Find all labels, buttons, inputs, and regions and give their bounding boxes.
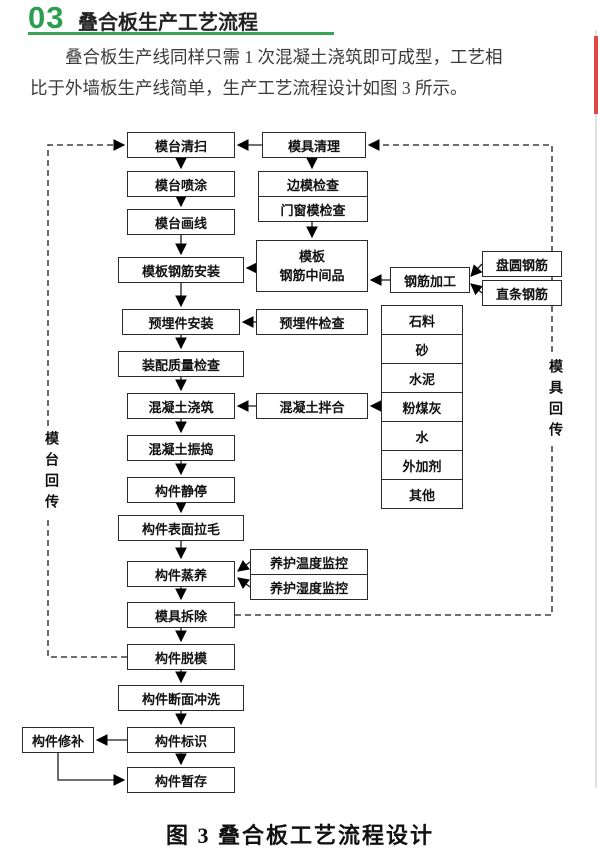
material-cement: 水泥: [381, 363, 463, 393]
flow-node-mold-removal: 模具拆除: [127, 602, 235, 628]
flow-node-mold-table-marking: 模台画线: [127, 209, 235, 235]
scrollbar-track[interactable]: [595, 30, 597, 788]
flow-node-formwork-rebar-intermediate: 模板 钢筋中间品: [256, 240, 368, 292]
flow-node-component-repair: 构件修补: [22, 727, 94, 753]
flow-node-side-mold-check: 边模检查: [258, 171, 368, 197]
flow-node-component-storage: 构件暂存: [127, 767, 235, 793]
flow-node-rebar-processing: 钢筋加工: [390, 267, 470, 293]
flow-node-mold-table-spraying: 模台喷涂: [127, 171, 235, 197]
material-stone: 石料: [381, 305, 463, 335]
flow-node-mold-table-cleaning: 模台清扫: [127, 132, 235, 158]
figure-caption: 图 3 叠合板工艺流程设计: [165, 823, 434, 848]
mold-table-return-label: 模台回传: [40, 428, 60, 518]
flow-node-coiled-rebar: 盘圆钢筋: [482, 251, 562, 277]
scrollbar-thumb[interactable]: [594, 36, 598, 114]
mold-table-return-path: [47, 139, 127, 658]
flow-node-formwork-rebar-install: 模板钢筋安装: [118, 257, 244, 283]
intermediate-line2: 钢筋中间品: [279, 268, 345, 283]
material-others: 其他: [381, 479, 463, 509]
material-fly-ash: 粉煤灰: [381, 392, 463, 422]
material-water: 水: [381, 421, 463, 451]
flow-node-concrete-mixing: 混凝土拌合: [256, 393, 368, 419]
flow-node-straight-rebar: 直条钢筋: [482, 280, 562, 306]
mold-return-label: 模具回传: [544, 356, 564, 446]
title-underline: [28, 32, 334, 35]
flow-node-demolding: 构件脱模: [127, 644, 235, 670]
flow-node-curing-humidity-monitoring: 养护湿度监控: [250, 574, 368, 600]
flow-node-section-washing: 构件断面冲洗: [118, 685, 244, 711]
flow-node-concrete-pouring: 混凝土浇筑: [127, 393, 235, 419]
intro-paragraph: 叠合板生产线同样只需 1 次混凝土浇筑即可成型，工艺相 比于外墙板生产线简单，生…: [30, 42, 574, 104]
flow-node-component-marking: 构件标识: [127, 727, 235, 753]
flow-node-curing-temperature-monitoring: 养护温度监控: [250, 549, 368, 575]
paragraph-line-1: 叠合板生产线同样只需 1 次混凝土浇筑即可成型，工艺相: [65, 47, 503, 67]
intermediate-line1: 模板: [298, 248, 325, 264]
flow-node-mold-cleaning: 模具清理: [262, 132, 366, 158]
flow-node-surface-roughening: 构件表面拉毛: [118, 515, 244, 541]
material-admixture: 外加剂: [381, 450, 463, 480]
section-number: 03: [28, 0, 65, 35]
flow-node-embedded-parts-install: 预埋件安装: [122, 309, 240, 335]
flow-node-concrete-vibrating: 混凝土振捣: [127, 435, 235, 461]
flow-node-component-resting: 构件静停: [127, 477, 235, 503]
material-sand: 砂: [381, 334, 463, 364]
flow-node-embedded-parts-check: 预埋件检查: [256, 309, 368, 335]
flow-node-steam-curing: 构件蒸养: [127, 561, 235, 587]
paragraph-line-2: 比于外墙板生产线简单，生产工艺流程设计如图 3 所示。: [30, 78, 468, 98]
flow-node-door-window-mold-check: 门窗模检查: [258, 196, 368, 222]
section-title: 叠合板生产工艺流程: [78, 12, 258, 34]
flow-node-assembly-quality-check: 装配质量检查: [118, 351, 244, 377]
